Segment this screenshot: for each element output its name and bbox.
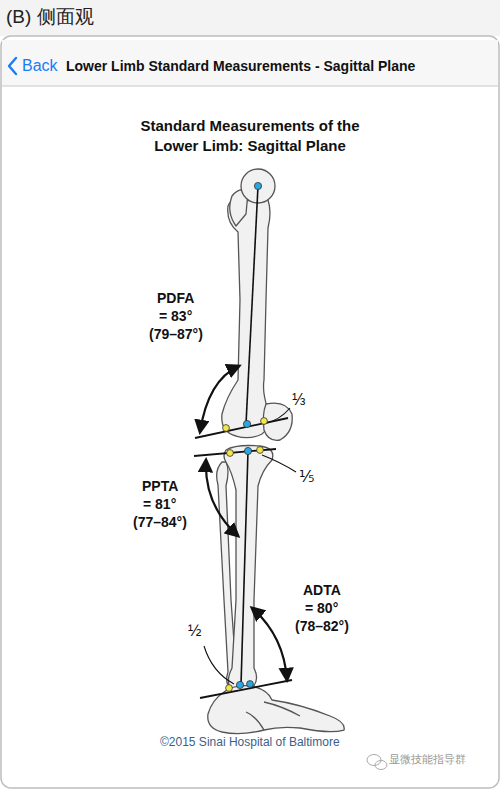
angle-name: PDFA <box>157 290 194 306</box>
back-button: Back <box>22 57 58 75</box>
watermark: 显微技能指导群 <box>389 753 466 766</box>
angle-name: PPTA <box>142 478 178 494</box>
angle-name: ADTA <box>303 582 341 598</box>
angle-value: = 83° <box>159 308 192 324</box>
nav-title: Lower Limb Standard Measurements - Sagit… <box>66 58 415 74</box>
angle-value: = 80° <box>305 600 338 616</box>
copyright-note: ©2015 Sinai Hospital of Baltimore <box>160 736 340 750</box>
diagram-title: Standard Measurements of the Lower Limb:… <box>120 116 380 155</box>
angle-range: (79–87°) <box>149 326 203 342</box>
panel-heading: (B) 侧面观 <box>6 6 94 28</box>
fraction-label: ⅕ <box>299 468 315 486</box>
fraction-label: ⅓ <box>292 391 305 409</box>
angle-range: (77–84°) <box>133 514 187 530</box>
angle-range: (78–82°) <box>295 618 349 634</box>
angle-value: = 81° <box>143 496 176 512</box>
fraction-label: ½ <box>188 622 201 640</box>
